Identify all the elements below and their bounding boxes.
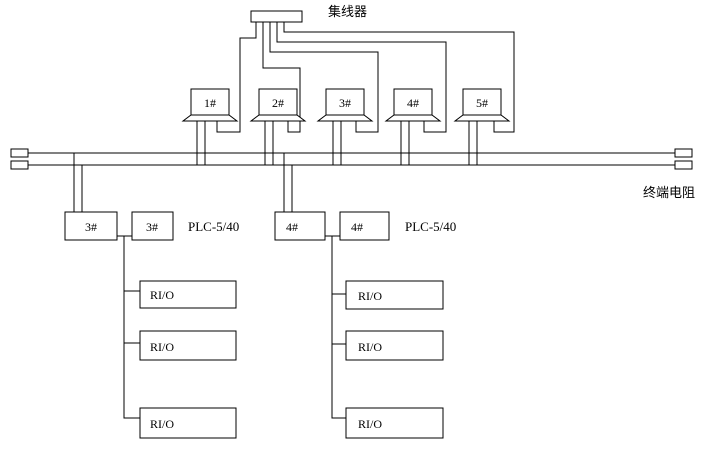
network-bus: 终端电阻 <box>10 148 695 201</box>
plc-1-processor-a-label: 3# <box>85 220 97 234</box>
hub: 集线器 <box>250 4 367 23</box>
plc-2-processor-b-label: 4# <box>351 220 363 234</box>
workstation-5-label: 5# <box>476 96 488 110</box>
plc-2-rio-3-label: RI/O <box>358 417 382 431</box>
hub-link-5 <box>283 22 515 133</box>
workstation-5: 5# <box>453 88 511 122</box>
terminator-label: 终端电阻 <box>643 185 695 201</box>
terminator-right-a <box>674 148 693 158</box>
plc-2-rio-2 <box>345 330 444 361</box>
workstation-1-label: 1# <box>204 96 216 110</box>
workstation-2-label: 2# <box>272 96 284 110</box>
plc-2-model-label: PLC-5/40 <box>405 219 456 234</box>
plc-1-rio-2 <box>139 330 237 361</box>
plc-1-rio-1-label: RI/O <box>150 288 174 302</box>
plc-1-rio-1 <box>139 280 237 309</box>
hub-link-4 <box>276 22 447 133</box>
workstation-3-label: 3# <box>339 96 351 110</box>
terminator-left-a <box>10 148 29 158</box>
plc-1-rio-3-label: RI/O <box>150 417 174 431</box>
plc-1-rio-trunk <box>117 235 140 419</box>
plc-2-rio-2-label: RI/O <box>358 340 382 354</box>
workstation-4-label: 4# <box>407 96 419 110</box>
hub-link-1 <box>216 22 257 133</box>
plc-1-processor-b-label: 3# <box>146 220 158 234</box>
plc-1-processor-a <box>64 211 118 241</box>
plc-2-rio-trunk <box>325 235 346 419</box>
plc-2-rio-1-label: RI/O <box>358 289 382 303</box>
hub-links <box>216 22 515 133</box>
terminator-right-b <box>674 160 693 170</box>
hub-link-3 <box>269 22 379 133</box>
workstation-4: 4# <box>384 88 442 122</box>
plc-group-2: 4# 4# PLC-5/40 RI/O RI/O RI/O <box>274 211 456 439</box>
plc-2-processor-a-label: 4# <box>286 220 298 234</box>
workstation-drops <box>196 121 478 165</box>
hub-link-2 <box>262 22 301 133</box>
plc-1-rio-3 <box>139 407 237 439</box>
plc-2-rio-3 <box>345 407 444 439</box>
plc-2-processor-a <box>274 211 326 241</box>
workstation-3: 3# <box>316 88 374 122</box>
plc-2-rio-1 <box>345 280 444 310</box>
plc-1-rio-2-label: RI/O <box>150 340 174 354</box>
hub-box <box>250 10 303 23</box>
plc-1-processor-b <box>131 211 174 241</box>
plc-drops <box>73 153 293 212</box>
plc-2-processor-b <box>339 211 390 241</box>
workstation-2: 2# <box>249 88 307 122</box>
terminator-left-b <box>10 160 29 170</box>
plc-1-model-label: PLC-5/40 <box>188 219 239 234</box>
hub-label: 集线器 <box>328 4 367 20</box>
workstation-1: 1# <box>181 88 239 122</box>
plc-group-1: 3# 3# PLC-5/40 RI/O RI/O RI/O <box>64 211 239 439</box>
